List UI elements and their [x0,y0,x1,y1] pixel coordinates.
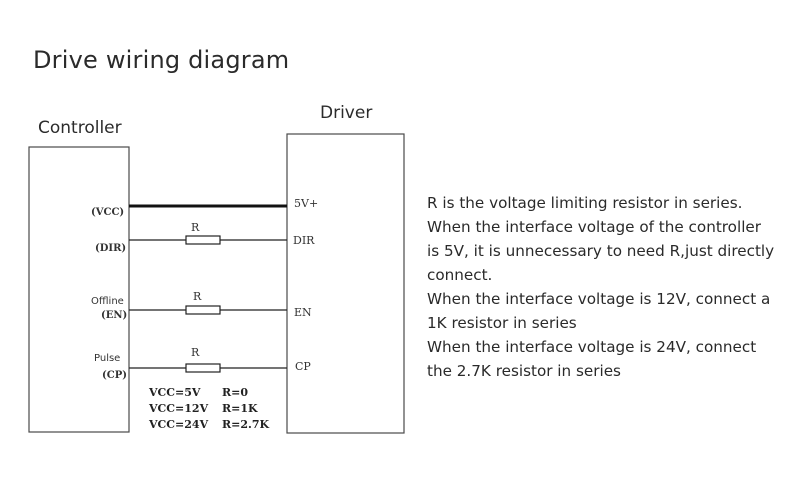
driver-terminal-en: EN [294,306,312,319]
controller-box [28,146,130,433]
controller-label-dir: (DIR) [95,243,126,254]
controller-label-en: (EN) [101,310,127,321]
note-line: When the interface voltage of the contro… [427,218,761,236]
resistor-dir [185,235,221,245]
controller-label-cp: (CP) [102,370,127,381]
resistor-en [185,305,221,315]
driver-box [286,133,405,434]
resistor-table-vcc-1: VCC=12V [148,402,209,415]
resistor-table-r-2: R=2.7K [222,418,269,431]
resistor-table-vcc-2: VCC=24V [148,418,209,431]
resistor-label-cp: R [191,346,200,359]
driver-terminal-vplus: 5V+ [294,197,318,210]
resistor-table-r-1: R=1K [222,402,258,415]
resistor-label-dir: R [191,221,200,234]
note-line: R is the voltage limiting resistor in se… [427,194,743,212]
controller-label-offline: Offline [91,296,124,307]
page-title: Drive wiring diagram [33,46,290,74]
note-line: When the interface voltage is 24V, conne… [427,338,757,356]
controller-title: Controller [38,118,122,138]
resistor-label-en: R [193,290,202,303]
note-line: When the interface voltage is 12V, conne… [427,290,771,308]
wiring-notes: R is the voltage limiting resistor in se… [427,191,777,383]
resistor-cp [185,363,221,373]
controller-label-pulse: Pulse [94,353,120,364]
driver-terminal-cp: CP [295,360,311,373]
controller-label-vcc: (VCC) [91,207,124,218]
note-line: the 2.7K resistor in series [427,362,621,380]
note-line: connect. [427,266,493,284]
resistor-table-r-0: R=0 [222,386,248,399]
driver-title: Driver [320,103,372,123]
note-line: 1K resistor in series [427,314,577,332]
note-line: is 5V, it is unnecessary to need R,just … [427,242,775,260]
resistor-table-vcc-0: VCC=5V [148,386,201,399]
driver-terminal-dir: DIR [293,234,315,247]
